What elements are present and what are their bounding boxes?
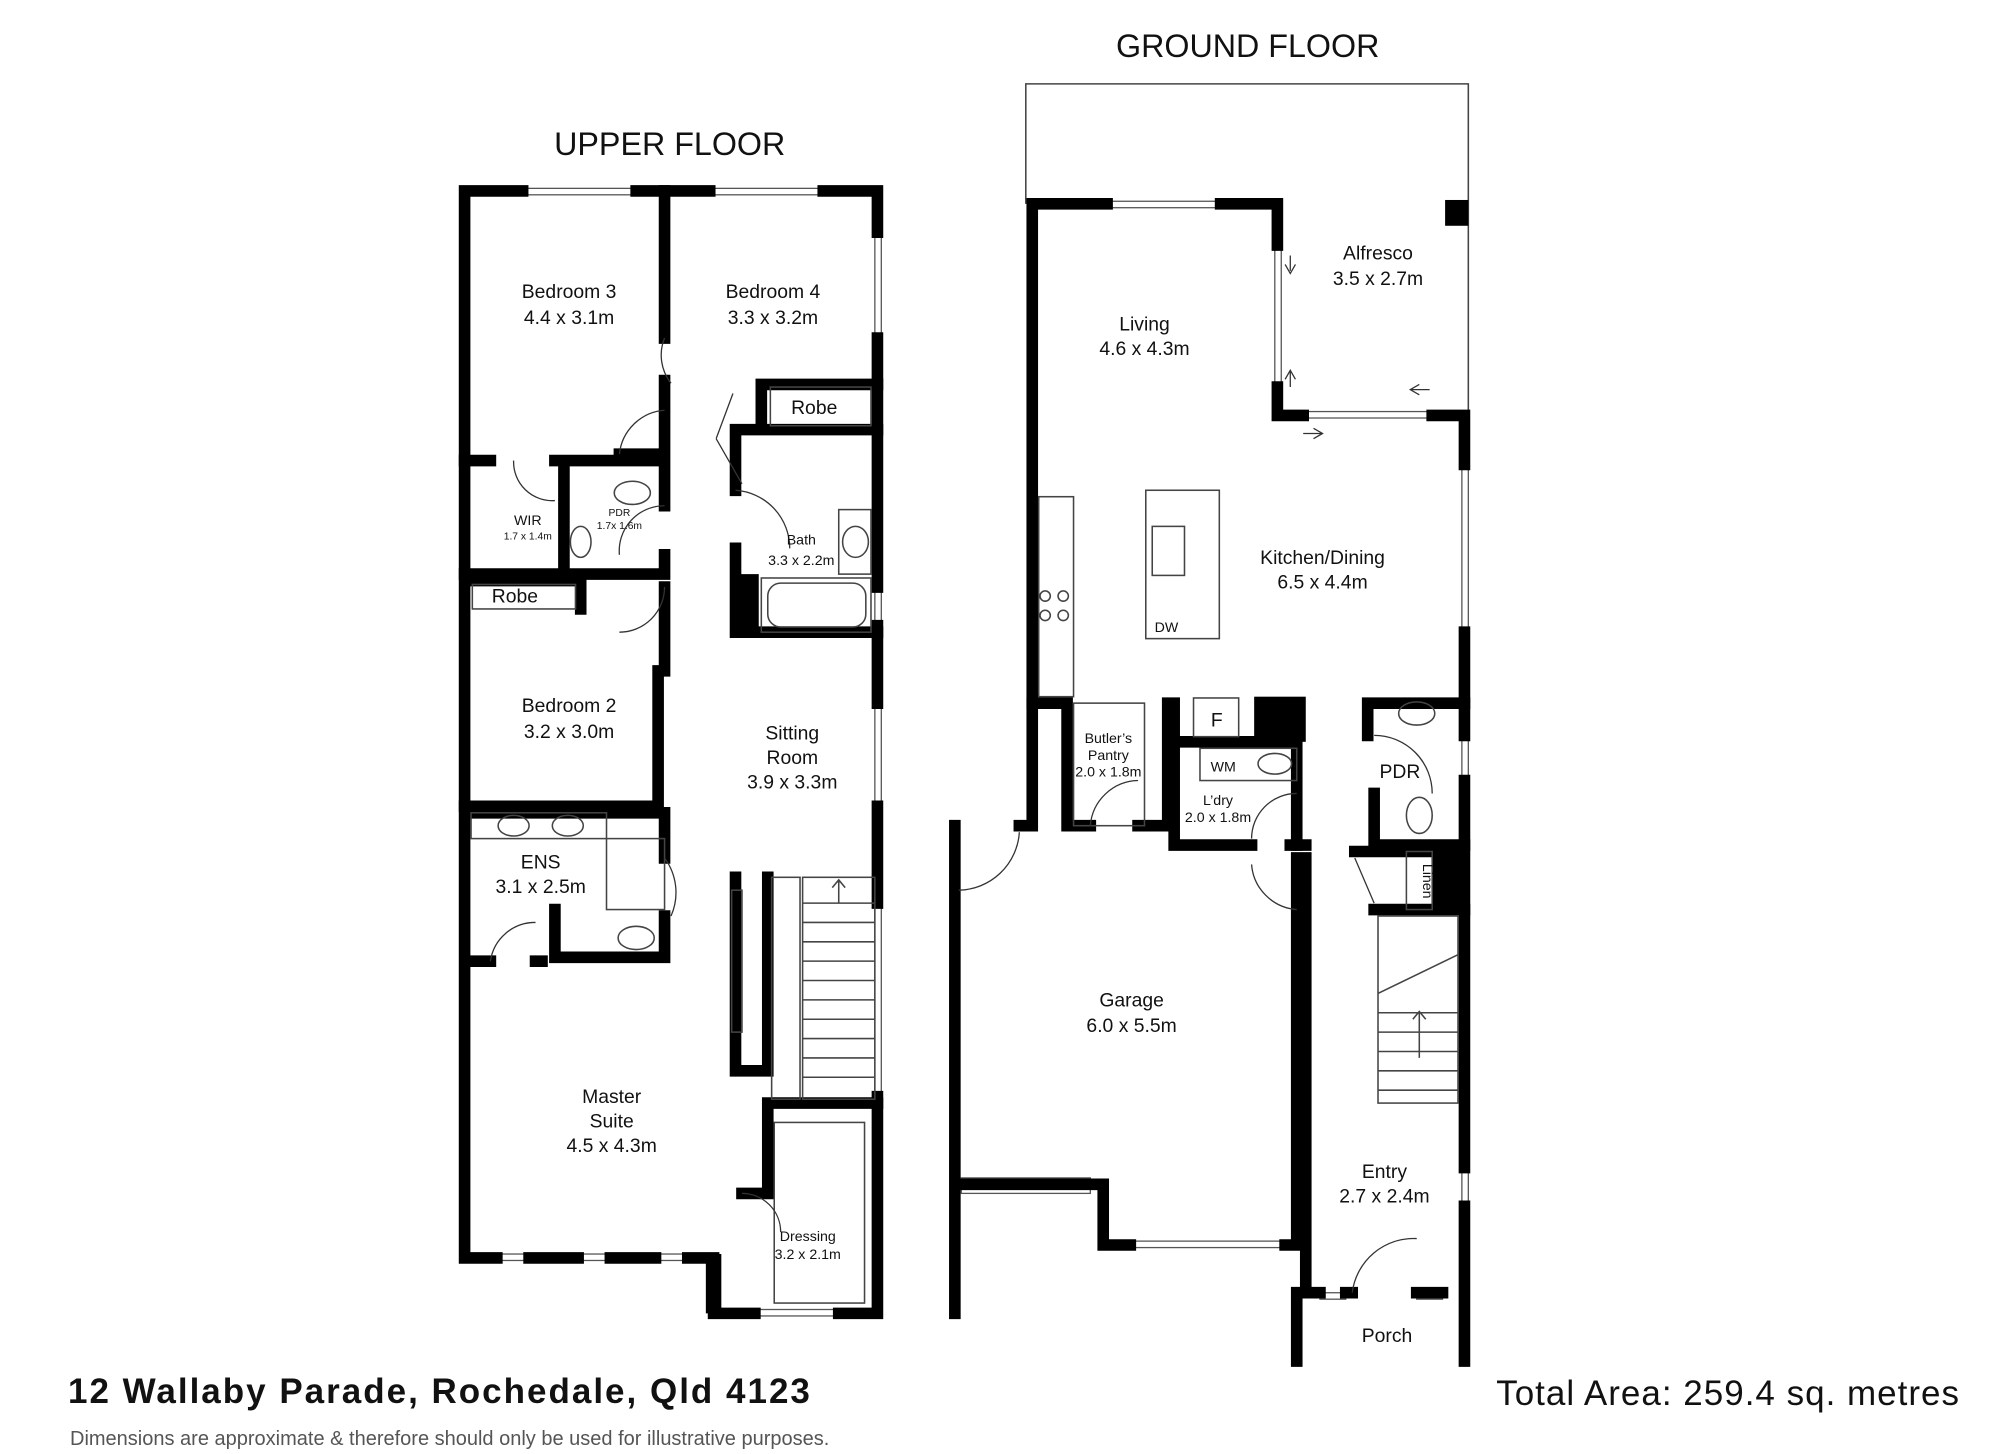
- room-dims-bedroom-4: 3.3 x 3.2m: [728, 307, 818, 329]
- room-name-laundry: L’dry: [1203, 793, 1234, 809]
- disclaimer: Dimensions are approximate & therefore s…: [70, 1428, 830, 1450]
- room-name-robe: Robe: [791, 397, 837, 419]
- room-name-pdr: PDR: [609, 508, 631, 519]
- room-dims-dressing: 3.2 x 2.1m: [775, 1247, 841, 1263]
- ground-floor-labels: Alfresco 3.5 x 2.7m Living 4.6 x 4.3m Ki…: [1075, 242, 1435, 1346]
- room-name-master: Master: [582, 1086, 642, 1108]
- dishwasher-label: DW: [1155, 620, 1179, 636]
- room-name-bedroom-4: Bedroom 4: [726, 281, 821, 303]
- room-dims-master: 4.5 x 4.3m: [567, 1135, 657, 1157]
- room-name-bath: Bath: [787, 532, 816, 548]
- room-name-linen: Linen: [1419, 864, 1435, 899]
- room-name-porch: Porch: [1362, 1325, 1413, 1347]
- fridge-label: F: [1211, 709, 1223, 731]
- room-dims-pdr: 1.7x 1.6m: [597, 521, 642, 532]
- room-name-master-2: Suite: [590, 1111, 634, 1133]
- room-dims-sitting: 3.9 x 3.3m: [747, 771, 837, 793]
- total-area: Total Area: 259.4 sq. metres: [1496, 1374, 1960, 1413]
- room-dims-bedroom-2: 3.2 x 3.0m: [524, 721, 614, 743]
- washing-machine-label: WM: [1211, 760, 1236, 776]
- room-name-sitting-2: Room: [766, 747, 818, 769]
- property-address: 12 Wallaby Parade, Rochedale, Qld 4123: [68, 1372, 812, 1411]
- room-dims-laundry: 2.0 x 1.8m: [1185, 810, 1251, 826]
- room-name-bedroom-3: Bedroom 3: [522, 281, 617, 303]
- room-name-pdr-ground: PDR: [1380, 761, 1421, 783]
- room-dims-bedroom-3: 4.4 x 3.1m: [524, 307, 614, 329]
- upper-floor-labels: Bedroom 3 4.4 x 3.1m Bedroom 4 3.3 x 3.2…: [492, 281, 841, 1263]
- room-dims-bath: 3.3 x 2.2m: [768, 553, 834, 569]
- upper-floor-fixtures: [470, 337, 876, 1304]
- room-dims-wir: 1.7 x 1.4m: [504, 531, 552, 542]
- room-name-living: Living: [1119, 313, 1170, 335]
- room-dims-entry: 2.7 x 2.4m: [1339, 1185, 1429, 1207]
- upper-floor-walls: [458, 185, 884, 1320]
- upper-floor-title: UPPER FLOOR: [554, 126, 785, 162]
- room-name-alfresco: Alfresco: [1343, 242, 1413, 264]
- room-dims-living: 4.6 x 4.3m: [1099, 338, 1189, 360]
- room-name-robe-2: Robe: [492, 586, 538, 608]
- ground-floor-walls: [949, 83, 1471, 1367]
- room-name-garage: Garage: [1099, 989, 1164, 1011]
- room-name-butlers-2: Pantry: [1088, 748, 1130, 764]
- room-name-sitting: Sitting: [765, 722, 819, 744]
- room-name-ens: ENS: [521, 851, 561, 873]
- room-name-butlers: Butler’s: [1085, 731, 1133, 747]
- room-name-bedroom-2: Bedroom 2: [522, 695, 617, 717]
- room-dims-ens: 3.1 x 2.5m: [496, 876, 586, 898]
- room-dims-garage: 6.0 x 5.5m: [1086, 1015, 1176, 1037]
- room-dims-alfresco: 3.5 x 2.7m: [1333, 268, 1423, 290]
- ground-floor-title: GROUND FLOOR: [1116, 28, 1379, 64]
- room-dims-butlers: 2.0 x 1.8m: [1075, 765, 1141, 781]
- room-name-wir: WIR: [514, 513, 542, 529]
- room-name-kitchen-dining: Kitchen/Dining: [1260, 547, 1385, 569]
- room-dims-kitchen-dining: 6.5 x 4.4m: [1277, 571, 1367, 593]
- room-name-dressing: Dressing: [780, 1229, 836, 1245]
- room-name-entry: Entry: [1362, 1161, 1407, 1183]
- ground-floor-fixtures: [958, 255, 1459, 1293]
